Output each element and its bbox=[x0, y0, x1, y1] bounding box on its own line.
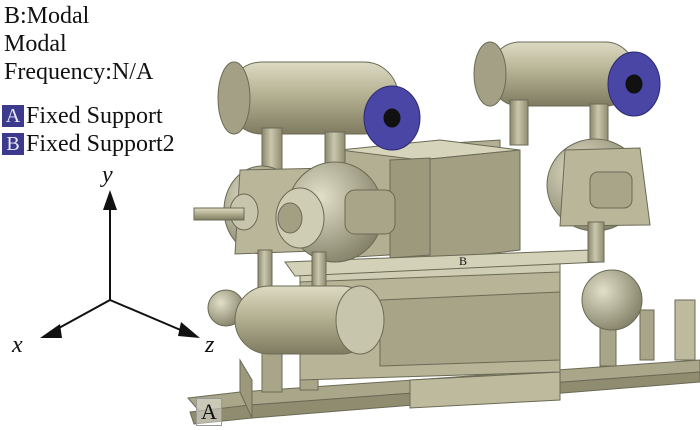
support-tag-b[interactable]: B bbox=[459, 254, 468, 268]
analysis-type: Modal bbox=[4, 31, 67, 57]
left-compressor-cylinder[interactable] bbox=[217, 61, 421, 173]
legend-item-fixed-support2[interactable]: B Fixed Support2 bbox=[2, 130, 175, 157]
frequency-readout: Frequency:N/A bbox=[4, 59, 154, 85]
legend-key-a: A bbox=[2, 105, 24, 127]
right-compressor-cylinder[interactable] bbox=[473, 41, 661, 331]
front-receiver-vessel[interactable] bbox=[207, 285, 385, 355]
legend-item-fixed-support[interactable]: A Fixed Support bbox=[2, 102, 163, 129]
z-axis-label: z bbox=[205, 332, 215, 358]
x-axis-label: x bbox=[12, 332, 23, 358]
y-axis-label: y bbox=[102, 162, 113, 188]
legend-label: Fixed Support bbox=[26, 102, 163, 129]
legend-label: Fixed Support2 bbox=[26, 130, 175, 157]
left-cylinder-heads bbox=[193, 161, 396, 293]
support-tag-a[interactable]: A bbox=[196, 398, 222, 426]
analysis-title: B:Modal bbox=[4, 3, 90, 29]
right-front-receiver bbox=[581, 269, 643, 331]
piston-rod bbox=[193, 207, 245, 221]
legend-key-b: B bbox=[2, 133, 24, 155]
coordinate-triad bbox=[40, 190, 200, 338]
